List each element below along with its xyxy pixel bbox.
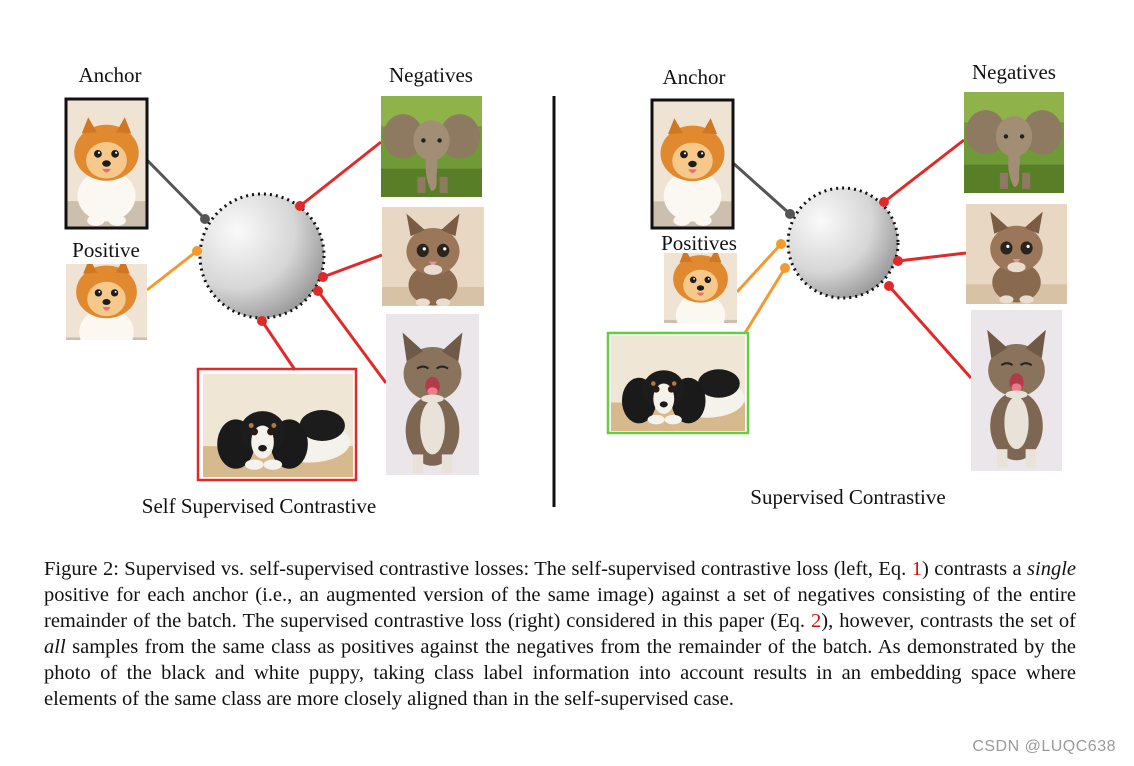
right-panel-title: Supervised Contrastive — [750, 485, 945, 509]
caption-text-3: positive for each anchor (i.e., an augme… — [44, 584, 1076, 632]
equation-ref-2-link[interactable]: 2 — [811, 610, 822, 632]
left-joint-spaniel — [257, 316, 267, 326]
left-joint-positive — [192, 246, 202, 256]
caption-emphasis-single: single — [1027, 558, 1076, 580]
left-negative-line-kitten1 — [322, 253, 383, 279]
right-anchor-label: Anchor — [663, 65, 726, 89]
right-anchor-frame — [650, 98, 735, 230]
left-positive-label: Positive — [72, 238, 140, 262]
right-spaniel-positive-box — [606, 331, 750, 435]
right-negative-line-kitten2 — [887, 285, 973, 379]
left-joint-kitten2 — [313, 286, 323, 296]
left-negative-elephant-image — [381, 96, 482, 197]
left-joint-elephant — [295, 201, 305, 211]
right-negative-line-elephant — [883, 138, 965, 204]
right-negative-line-kitten1 — [897, 251, 967, 263]
left-joint-anchor — [200, 214, 210, 224]
left-anchor-image — [66, 99, 147, 228]
right-joint-spaniel — [780, 263, 790, 273]
equation-ref-1-link[interactable]: 1 — [911, 558, 922, 580]
right-anchor-image — [652, 100, 733, 228]
right-joint-kitten1 — [893, 256, 903, 266]
left-anchor-line — [145, 158, 207, 221]
right-spaniel-image — [611, 336, 745, 431]
right-joint-pom — [776, 239, 786, 249]
left-negative-line-kitten2 — [316, 290, 388, 384]
right-negative-kitten2-image — [971, 310, 1062, 471]
left-anchor-frame — [64, 97, 149, 230]
right-embedding-sphere — [786, 186, 900, 300]
caption-text-1: Figure 2: Supervised vs. self-supervised… — [44, 558, 912, 580]
left-negative-line-elephant — [299, 140, 382, 208]
contrastive-figure: Anchor Positive Negatives Self Supervise… — [64, 60, 1067, 518]
right-joint-anchor — [785, 209, 795, 219]
right-panel: Anchor Positives Negatives Supervised Co… — [606, 60, 1067, 509]
left-anchor-label: Anchor — [79, 63, 142, 87]
right-positives-label: Positives — [661, 231, 737, 255]
left-negative-line-spaniel — [260, 320, 297, 371]
right-negative-elephant-image — [964, 92, 1064, 193]
caption-emphasis-all: all — [44, 636, 66, 658]
right-joint-elephant — [879, 197, 889, 207]
watermark: CSDN @LUQC638 — [972, 738, 1116, 755]
left-panel-title: Self Supervised Contrastive — [142, 494, 376, 518]
right-negative-kitten1-image — [966, 204, 1067, 304]
left-embedding-sphere — [198, 192, 326, 320]
left-positive-line — [146, 249, 198, 292]
left-negative-kitten1-image — [382, 207, 484, 306]
left-spaniel-negative-box — [196, 367, 358, 482]
left-panel: Anchor Positive Negatives Self Supervise… — [64, 63, 484, 518]
right-joint-kitten2 — [884, 281, 894, 291]
left-negative-kitten2-image — [386, 314, 479, 475]
right-positive-line-pom — [735, 242, 783, 294]
right-anchor-line — [731, 161, 792, 216]
left-spaniel-image — [203, 374, 353, 477]
left-joint-kitten1 — [318, 272, 328, 282]
figure-caption: Figure 2: Supervised vs. self-supervised… — [44, 556, 1076, 712]
caption-text-4: ), however, contrasts the set of — [821, 610, 1076, 632]
right-negatives-label: Negatives — [972, 60, 1056, 84]
caption-text-5: samples from the same class as positives… — [44, 636, 1076, 710]
right-positive-line-spaniel — [743, 267, 787, 334]
left-negatives-label: Negatives — [389, 63, 473, 87]
caption-text-2: ) contrasts a — [921, 558, 1028, 580]
